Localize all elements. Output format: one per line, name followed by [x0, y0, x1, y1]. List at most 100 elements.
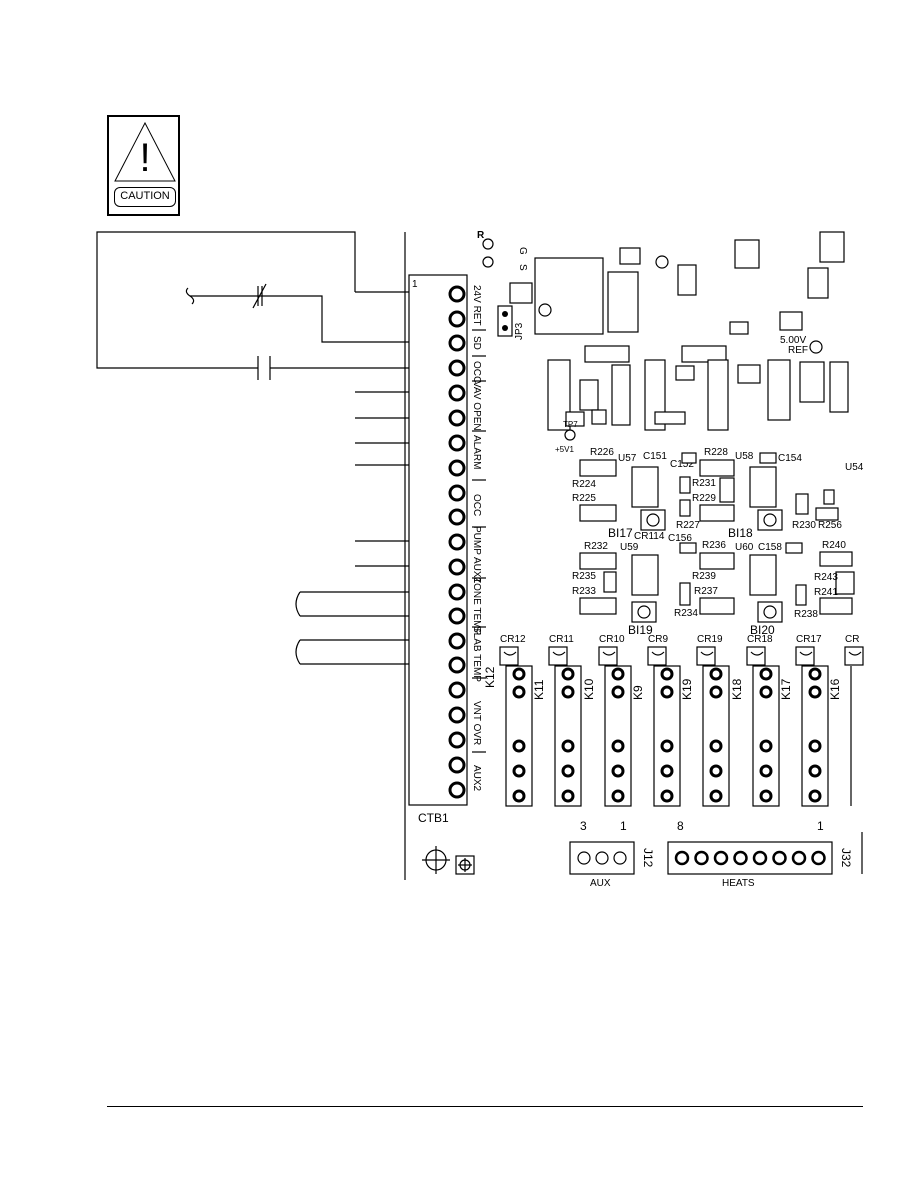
- label-r227: R227: [676, 520, 700, 531]
- shield-drain-icon: [295, 639, 301, 665]
- terminal-screw[interactable]: [448, 484, 466, 502]
- terminal-screw[interactable]: [448, 285, 466, 303]
- terminal-screw[interactable]: [448, 359, 466, 377]
- terminal-label: SLAB TEMP: [471, 626, 482, 682]
- connector-pin: [772, 850, 787, 866]
- label-bi19: BI19: [628, 623, 653, 637]
- label-c151: C151: [643, 451, 667, 462]
- label-r233: R233: [572, 586, 596, 597]
- relay-label: K10: [582, 678, 596, 700]
- terminal-screw[interactable]: [448, 781, 466, 799]
- connector-j32[interactable]: 8 1 J32 HEATS: [667, 819, 853, 889]
- relay-diode-label: CR11: [549, 634, 574, 645]
- j12-pin-right: 1: [620, 819, 627, 833]
- label-c156: C156: [668, 533, 692, 544]
- terminal-label: OCC: [471, 361, 482, 383]
- relay-diode-label: CR9: [648, 634, 668, 645]
- tp7-label: TP7: [563, 420, 578, 429]
- indicator-r-label: R: [477, 230, 485, 241]
- terminal-screw[interactable]: [448, 508, 466, 526]
- jumper-label: JP3: [514, 322, 525, 340]
- relay-diode-label: CR12: [500, 634, 526, 645]
- relay-diode: [598, 646, 618, 666]
- label-r229: R229: [692, 493, 716, 504]
- j32-pin-right: 1: [817, 819, 824, 833]
- relay-label: K16: [828, 678, 842, 700]
- terminal-screw[interactable]: [448, 459, 466, 477]
- middle-section: R226 U57 R224 R225 C151 C152 R228 R231 R…: [572, 447, 864, 637]
- terminal-label: VNT OVR: [471, 701, 482, 745]
- jumper-jp3[interactable]: [497, 305, 513, 337]
- label-bi20: BI20: [750, 623, 775, 637]
- relay-label: K19: [680, 678, 694, 700]
- j12-caption: AUX: [590, 878, 611, 889]
- connector-pin: [733, 850, 748, 866]
- label-u58: U58: [735, 451, 754, 462]
- relay-diode-label: CR18: [747, 634, 773, 645]
- plus5-label: +5V1: [555, 445, 574, 454]
- terminal-screw[interactable]: [448, 533, 466, 551]
- label-r234: R234: [674, 608, 698, 619]
- relay-label: K17: [779, 678, 793, 700]
- indicator-g-label: G: [517, 247, 528, 255]
- relay-diode-label: CR17: [796, 634, 822, 645]
- label-r232: R232: [584, 541, 608, 552]
- terminal-screw[interactable]: [448, 756, 466, 774]
- shield-drain-icon: [295, 591, 301, 617]
- relay-diode: [795, 646, 815, 666]
- label-c154: C154: [778, 453, 802, 464]
- terminal-screw[interactable]: [448, 384, 466, 402]
- terminal-screw[interactable]: [448, 583, 466, 601]
- relay-diode-label: CR: [845, 634, 859, 645]
- label-r225: R225: [572, 493, 596, 504]
- pin-one-label: 1: [412, 279, 418, 290]
- ref-voltage-label: 5.00V: [780, 335, 806, 346]
- label-u60: U60: [735, 542, 754, 553]
- j32-name: J32: [839, 848, 853, 868]
- field-wiring: [96, 231, 457, 673]
- terminal-screw[interactable]: [448, 632, 466, 650]
- tp7[interactable]: [564, 429, 576, 441]
- connector-j12[interactable]: 3 1 J12 AUX: [569, 819, 655, 889]
- terminal-screw[interactable]: [448, 731, 466, 749]
- connector-pin: [791, 850, 807, 866]
- tp-ref[interactable]: [809, 340, 823, 354]
- label-bi18: BI18: [728, 526, 753, 540]
- fiducial-icon: [455, 855, 475, 875]
- terminal-screw[interactable]: [448, 334, 466, 352]
- label-c158: C158: [758, 542, 782, 553]
- ref-label: REF: [788, 345, 808, 356]
- label-cr114: CR114: [634, 531, 665, 542]
- terminal-screw[interactable]: [448, 607, 466, 625]
- relay-section: CR12K12CR11K11CR10K10CR9K9CR19K19CR18K18…: [483, 634, 864, 807]
- label-r236: R236: [702, 540, 726, 551]
- relay-diode: [499, 646, 519, 666]
- terminal-screw[interactable]: [448, 706, 466, 724]
- terminal-label: VAV OPEN: [471, 381, 482, 431]
- terminal-label: SD: [471, 336, 482, 350]
- terminal-screw[interactable]: [448, 681, 466, 699]
- caution-label: CAUTION: [114, 187, 176, 207]
- label-u54: U54: [845, 462, 864, 473]
- relay-label: K11: [532, 679, 546, 700]
- relay-label: K12: [483, 666, 497, 688]
- connector-pin: [713, 850, 729, 866]
- terminal-screw[interactable]: [448, 558, 466, 576]
- connector-pin: [811, 850, 826, 866]
- caution-symbol: !: [107, 115, 180, 216]
- terminal-strip-name: CTB1: [418, 811, 449, 825]
- label-r243: R243: [814, 572, 838, 583]
- label-u57: U57: [618, 453, 637, 464]
- label-u59: U59: [620, 542, 639, 553]
- terminal-screw[interactable]: [448, 434, 466, 452]
- label-r226: R226: [590, 447, 614, 458]
- terminal-screw[interactable]: [448, 656, 466, 674]
- terminal-screw[interactable]: [448, 409, 466, 427]
- terminal-screw[interactable]: [448, 310, 466, 328]
